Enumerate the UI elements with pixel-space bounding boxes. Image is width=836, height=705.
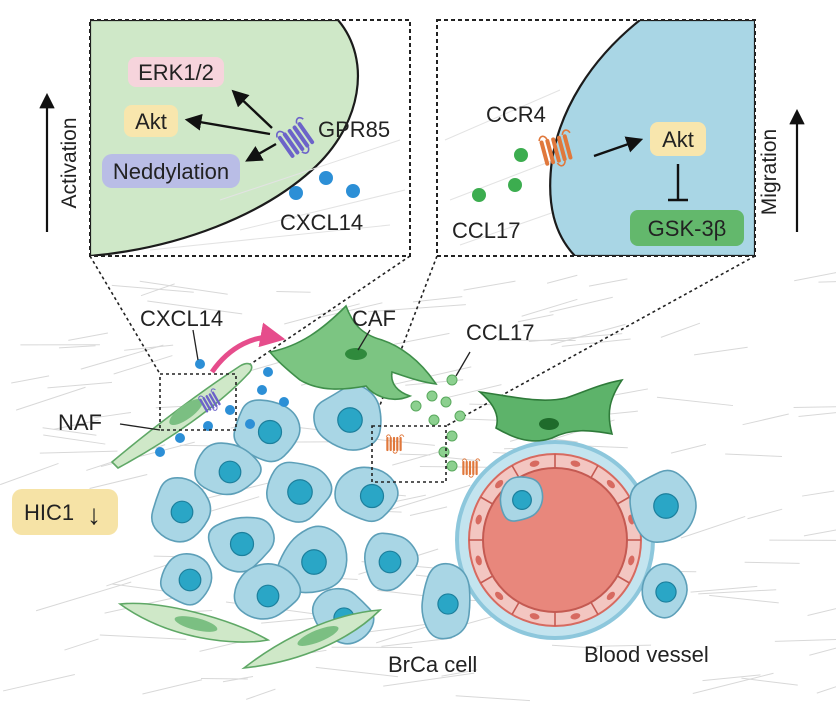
brca-cell (194, 442, 262, 496)
brca-cell (265, 461, 333, 523)
gsk-label: GSK-3β (648, 216, 727, 241)
brca-cell (233, 563, 302, 620)
cxcl14-dots-scene (155, 359, 289, 457)
tissue-scene: CXCL14 CAF CCL17 NAF HIC1 ↓ BrCa cell Bl… (12, 304, 709, 677)
caf-cells (268, 304, 624, 442)
brca-cell (276, 525, 348, 594)
arrow-to-erk (231, 89, 273, 129)
brca-cell (159, 553, 213, 606)
leader-lines (119, 329, 471, 431)
brca-cell (421, 562, 471, 640)
ccl17-dot (472, 188, 486, 202)
brca-cell (207, 516, 275, 573)
neddylation-box (102, 154, 240, 188)
arrow-to-akt (184, 113, 271, 136)
brca-cell (334, 466, 399, 523)
zoom-box-naf (159, 373, 237, 431)
erk-label: ERK1/2 (138, 60, 214, 85)
migration-label: Migration (758, 129, 781, 215)
blood-vessel (455, 440, 655, 640)
ccr4-label: CCR4 (486, 102, 546, 127)
hic1-label: HIC1 (24, 500, 74, 525)
ccr4-receptor-small (461, 458, 481, 478)
stroma-fibers (0, 272, 836, 702)
brca-cell (499, 476, 544, 522)
cxcl14-panel-label: CXCL14 (280, 210, 363, 235)
gpr85-receptor-small (198, 388, 221, 413)
akt-label-left: Akt (135, 109, 167, 134)
ccl17-dots-scene (410, 374, 466, 472)
gpr85-receptor (276, 116, 315, 158)
migration-panel: CCR4 CCL17 Akt GSK-3β Migration (436, 19, 805, 257)
cxcl14-scene-label: CXCL14 (140, 306, 223, 331)
ccr4-receptor (538, 129, 573, 167)
brca-cell (150, 477, 212, 543)
brca-cell (641, 563, 688, 619)
migration-panel-frame (436, 19, 756, 257)
brca-cell (629, 469, 697, 543)
arrow-to-neddylation (245, 142, 277, 162)
hic1-down-arrow: ↓ (87, 499, 101, 530)
erk-box (128, 57, 224, 87)
brca-cell-label: BrCa cell (388, 652, 477, 677)
brca-cell (233, 399, 301, 463)
cxcl14-dot (289, 186, 303, 200)
blood-vessel-label: Blood vessel (584, 642, 709, 667)
ccl17-dot (514, 148, 528, 162)
akt-box-right (650, 122, 706, 156)
akt-box-left (124, 105, 178, 137)
naf-label: NAF (58, 410, 102, 435)
ccl17-panel-label: CCL17 (452, 218, 520, 243)
cxcl14-dot (346, 184, 360, 198)
ccl17-scene-label: CCL17 (466, 320, 534, 345)
cxcl14-dot (319, 171, 333, 185)
zoom-box-brca (371, 425, 447, 483)
ccl17-dot (508, 178, 522, 192)
ccr4-receptor-small (385, 434, 405, 454)
gpr85-label: GPR85 (318, 117, 390, 142)
akt-label-right: Akt (662, 127, 694, 152)
neddylation-label: Neddylation (113, 159, 229, 184)
naf-cells (110, 362, 383, 670)
caf-label: CAF (352, 306, 396, 331)
arrow-to-akt-right (593, 136, 644, 158)
brca-cell (363, 532, 419, 592)
brca-cell (313, 384, 382, 451)
gsk-box (630, 210, 744, 246)
activation-panel-frame (89, 19, 411, 257)
hic1-badge (12, 489, 118, 535)
activation-label: Activation (58, 117, 81, 208)
activation-panel: Activation ERK1/2 Akt Neddylation GPR85 … (39, 19, 411, 257)
naf-to-caf-arrow (209, 322, 286, 374)
